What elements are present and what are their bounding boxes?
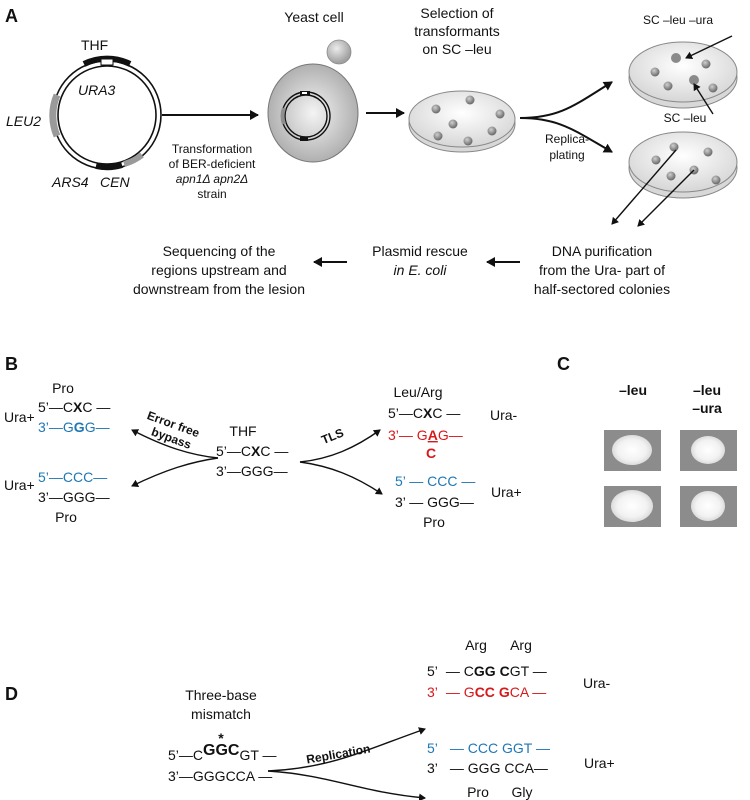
cen-label: CEN (100, 174, 130, 190)
b-right-top-3-red: 3’— GAG— (388, 427, 463, 443)
panel-label-d: D (5, 684, 18, 704)
sequence-text-2: regions upstream and (151, 262, 286, 278)
d-arrow-up (267, 727, 426, 772)
plasmid (49, 55, 162, 171)
ura3-label: URA3 (78, 82, 116, 98)
arrow-purify-2 (637, 169, 695, 227)
dna-text-2: from the Ura- part of (539, 262, 665, 278)
b-ura-plus-right: Ura+ (491, 484, 522, 500)
plate-top-label: SC –leu –ura (643, 13, 713, 27)
transform-text-3: apn1Δ apn2Δ (176, 172, 248, 186)
arrow-replica-bottom (519, 117, 613, 153)
dna-text-1: DNA purification (552, 243, 652, 259)
d-ura-minus: Ura- (583, 675, 611, 691)
d-mismatch-2: mismatch (191, 706, 251, 722)
b-right-top-5: 5’—CXC — (388, 405, 460, 421)
yeast-cell-label: Yeast cell (284, 9, 343, 25)
d-template-3: 3’—GGGCCA — (168, 768, 272, 784)
b-right-bot-5-blue: 5’ — CCC — (395, 473, 475, 489)
arrow-colony-1 (685, 35, 733, 60)
d-arrow-down (267, 770, 426, 800)
panel-label-b: B (5, 354, 18, 374)
d-arg-2: Arg (510, 637, 532, 653)
yeast-cell (267, 39, 359, 163)
b-arrow-left-up (131, 429, 219, 459)
sequence-text-3: downstream from the lesion (133, 281, 305, 297)
arrow-replica-top (519, 81, 613, 119)
d-red-top-3: 3’— GCC GCA — (427, 684, 546, 700)
b-tls-label: TLS (319, 426, 345, 447)
ars4-label: ARS4 (51, 174, 89, 190)
c-col2-label-a: –leu (693, 382, 721, 398)
panel-label-c: C (557, 354, 570, 374)
c-col1-label: –leu (619, 382, 647, 398)
selection-text-1: Selection of (420, 5, 493, 21)
b-right-top-c-red: C (426, 445, 436, 461)
b-left-top-3-blue: 3’—GGG— (38, 419, 110, 435)
replica-plate-top (628, 41, 738, 109)
arrow-colony-2 (693, 83, 714, 115)
arrow-purify-1 (611, 149, 677, 225)
c-col2-label-b: –ura (692, 400, 722, 416)
b-arrow-right-down (299, 461, 383, 495)
d-star: * (218, 730, 224, 746)
panel-label-a: A (5, 6, 18, 26)
b-center-5: 5’—CXC — (216, 443, 288, 459)
d-arg-1: Arg (465, 637, 487, 653)
transform-text-1: Transformation (172, 142, 252, 156)
dna-text-3: half-sectored colonies (534, 281, 670, 297)
b-arrow-right-up (299, 429, 381, 463)
d-replication-label: Replication (305, 742, 371, 767)
b-right-bot-3: 3’ — GGG— (395, 494, 474, 510)
d-pro: Pro (467, 784, 489, 800)
b-center-3: 3’—GGG— (216, 463, 288, 479)
rescue-text-1: Plasmid rescue (372, 243, 468, 259)
b-left-bot-3: 3’—GGG— (38, 489, 110, 505)
b-left-top-5: 5’—CXC — (38, 399, 110, 415)
d-red-top-5: 5’— CGG CGT — (427, 663, 547, 679)
b-left-bot-5-blue: 5’—CCC— (38, 469, 107, 485)
d-gly: Gly (512, 784, 533, 800)
sequence-text-1: Sequencing of the (163, 243, 276, 259)
b-pro-bottom: Pro (55, 509, 77, 525)
thf-label: THF (81, 37, 108, 53)
leu2-label: LEU2 (6, 113, 41, 129)
selection-text-2: transformants (414, 23, 500, 39)
b-arrow-left-down (131, 457, 219, 487)
rescue-text-2: in E. coli (394, 262, 448, 278)
spot-assay (604, 430, 737, 527)
replica-plate-bottom (628, 131, 738, 199)
d-ura-plus: Ura+ (584, 755, 615, 771)
b-ura-plus-top: Ura+ (4, 409, 35, 425)
transform-text-2: of BER-deficient (169, 157, 256, 171)
b-ura-plus-bottom: Ura+ (4, 477, 35, 493)
b-thf-label: THF (229, 423, 256, 439)
b-pro-top: Pro (52, 380, 74, 396)
d-black-3: 3’— GGG CCA— (427, 760, 548, 776)
d-mismatch-1: Three-base (185, 687, 257, 703)
plate-bottom-label: SC –leu (664, 111, 707, 125)
selection-text-3: on SC –leu (422, 41, 491, 57)
b-pro-right: Pro (423, 514, 445, 530)
selection-plate (408, 90, 516, 153)
d-template-5: 5’—CGGCGT — (168, 742, 277, 763)
transform-text-4: strain (197, 187, 226, 201)
replica-text-2: plating (549, 148, 584, 162)
d-blue-5: 5’— CCC GGT — (427, 740, 550, 756)
b-ura-minus: Ura- (490, 407, 518, 423)
replica-text-1: Replica- (545, 132, 589, 146)
b-leuarg-label: Leu/Arg (393, 384, 442, 400)
